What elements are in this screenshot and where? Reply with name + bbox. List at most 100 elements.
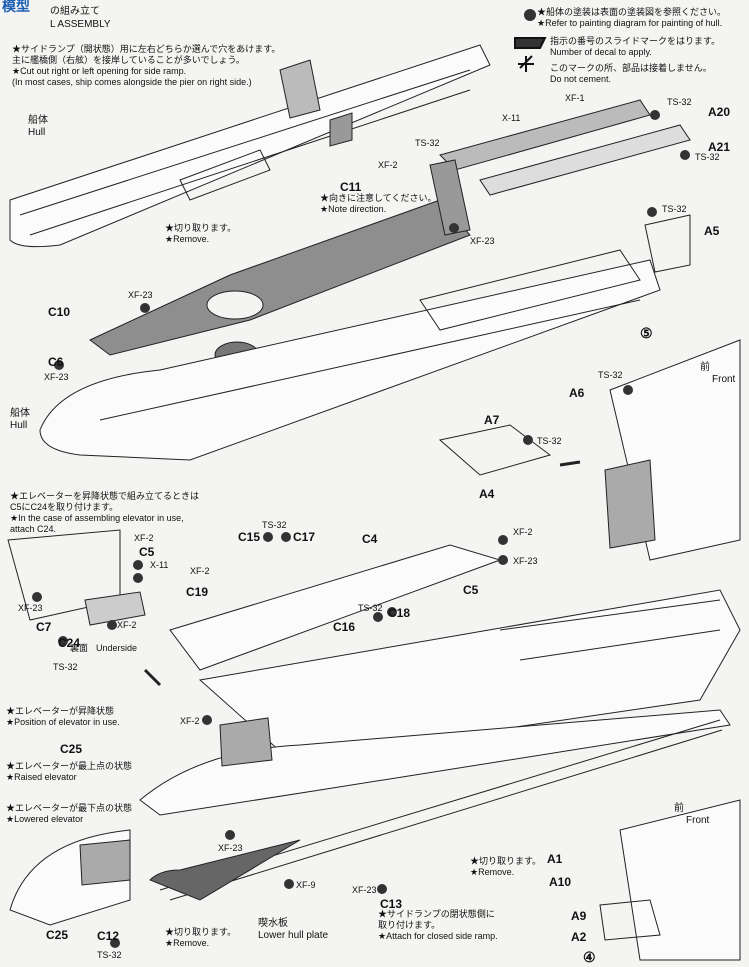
hull-label-en: Hull [28,127,46,138]
remove-note-en-3: ★Remove. [165,938,210,948]
elevator-note-en2: attach C24. [10,524,57,534]
part-label: C5 [139,545,155,559]
front-label-jp-2: 前 [674,803,684,814]
paint-code: TS-32 [262,520,287,530]
part-label: C25 [60,742,83,756]
part-label: A7 [484,413,500,427]
part-label: C15 [238,530,261,544]
remove-note-en: ★Remove. [165,234,210,244]
part-label: A2 [571,930,587,944]
paint-code: XF-23 [352,885,377,895]
step-marker: ⑤ [640,325,653,341]
paint-code: TS-32 [537,436,562,446]
part-label: C16 [333,620,356,634]
attach-note-jp2: 取り付けます。 [378,920,441,930]
title-jp: の組み立て [50,6,100,17]
paint-code: TS-32 [662,204,687,214]
paint-code: XF-23 [128,290,153,300]
attach-note-jp1: ★サイドランプの閉状態側に [378,909,495,919]
part-label: A10 [549,875,572,889]
paint-code: TS-32 [598,370,623,380]
part-label: C24 [58,636,81,650]
part-label: A4 [479,487,495,501]
legend-decal-jp: 指示の番号のスライドマークをはります。 [550,36,721,46]
attach-note-en: ★Attach for closed side ramp. [378,931,498,941]
paint-code: X-11 [150,560,169,570]
part-label: A20 [708,105,731,119]
part-label: C13 [380,897,403,911]
elevator-note-en1: ★In the case of assembling elevator in u… [10,513,184,523]
underside-jp: 裏面 [70,643,89,653]
part-label: A6 [569,386,585,400]
part-label: C18 [388,606,411,620]
elevator-lowered-en: ★Lowered elevator [6,814,84,824]
paint-code: XF-23 [18,603,43,613]
paint-code: TS-32 [53,662,78,672]
legend-cement-jp: このマークの所、部品は接着しません。 [550,63,712,73]
part-label: C25 [46,928,69,942]
ramp-note-jp1: ★サイドランプ（開状態）用に左右どちらか選んで穴をあけます。 [12,44,281,54]
lower-hull-jp: 喫水板 [258,918,288,929]
remove-note-en-2: ★Remove. [470,867,515,877]
part-label: C5 [463,583,479,597]
part-label: A1 [547,852,563,866]
paint-code: XF-2 [513,527,533,537]
part-label: C11 [340,180,362,194]
paint-code: XF-2 [134,533,154,543]
direction-note-jp: ★向きに注意してください。 [320,193,437,203]
direction-note-en: ★Note direction. [320,204,387,214]
part-label: C6 [48,355,64,369]
elevator-raised-jp: ★エレベーターが最上点の状態 [6,761,133,771]
paint-code: XF-2 [190,566,210,576]
front-label-en-2: Front [686,815,710,826]
elevator-pos-en: ★Position of elevator in use. [6,717,120,727]
ramp-note-jp2: 主に艦橋側（右舷）を接岸していることが多いでしょう。 [12,55,245,65]
remove-note-jp: ★切り取ります。 [165,223,237,233]
part-label: A21 [708,140,731,154]
remove-note-jp-3: ★切り取ります。 [165,927,237,937]
elevator-lowered-jp: ★エレベーターが最下点の状態 [6,803,133,813]
part-label: C4 [362,532,378,546]
paint-code: XF-9 [296,880,316,890]
part-label: A9 [571,909,587,923]
paint-code: XF-23 [218,843,243,853]
front-label-jp: 前 [700,362,710,373]
paint-code: X-11 [502,113,521,123]
part-label: C7 [36,620,52,634]
part-label: C10 [48,305,71,319]
part-label: A5 [704,224,720,238]
paint-code: TS-32 [695,152,720,162]
paint-code: XF-2 [378,160,398,170]
elevator-note-jp1: ★エレベーターを昇降状態で組み立てるときは [10,491,200,501]
hull-label-en-2: Hull [10,420,28,431]
title-en: L ASSEMBLY [50,19,111,30]
legend-paint-jp: ★船体の塗装は表面の塗装図を参照ください。 [537,7,727,17]
ramp-note-en1: ★Cut out right or left opening for side … [12,66,187,76]
front-label-en: Front [712,374,736,385]
hull-label-jp-2: 船体 [10,408,30,419]
hull-label-jp: 船体 [28,115,48,126]
remove-note-jp-2: ★切り取ります。 [470,856,542,866]
paint-code: TS-32 [667,97,692,107]
part-label: C17 [293,530,316,544]
legend-cement-en: Do not cement. [550,74,612,84]
paint-code: XF-23 [44,372,69,382]
lower-hull-en: Lower hull plate [258,930,329,941]
paint-code: TS-32 [358,603,383,613]
ramp-note-en2: (In most cases, ship comes alongside the… [12,77,252,87]
paint-code: XF-23 [470,236,495,246]
paint-code: XF-2 [117,620,137,630]
legend-paint-en: ★Refer to painting diagram for painting … [537,18,723,28]
paint-code: XF-1 [565,93,585,103]
part-label: C19 [186,585,209,599]
paint-code: TS-32 [97,950,122,960]
elevator-pos-jp: ★エレベーターが昇降状態 [6,706,115,716]
underside-en: Underside [96,643,138,653]
watermark-logo: 模型 [2,0,30,14]
legend-decal-en: Number of decal to apply. [550,47,652,57]
paint-code: TS-32 [415,138,440,148]
step-marker: ④ [583,949,596,965]
elevator-raised-en: ★Raised elevator [6,772,77,782]
paint-code: XF-23 [513,556,538,566]
